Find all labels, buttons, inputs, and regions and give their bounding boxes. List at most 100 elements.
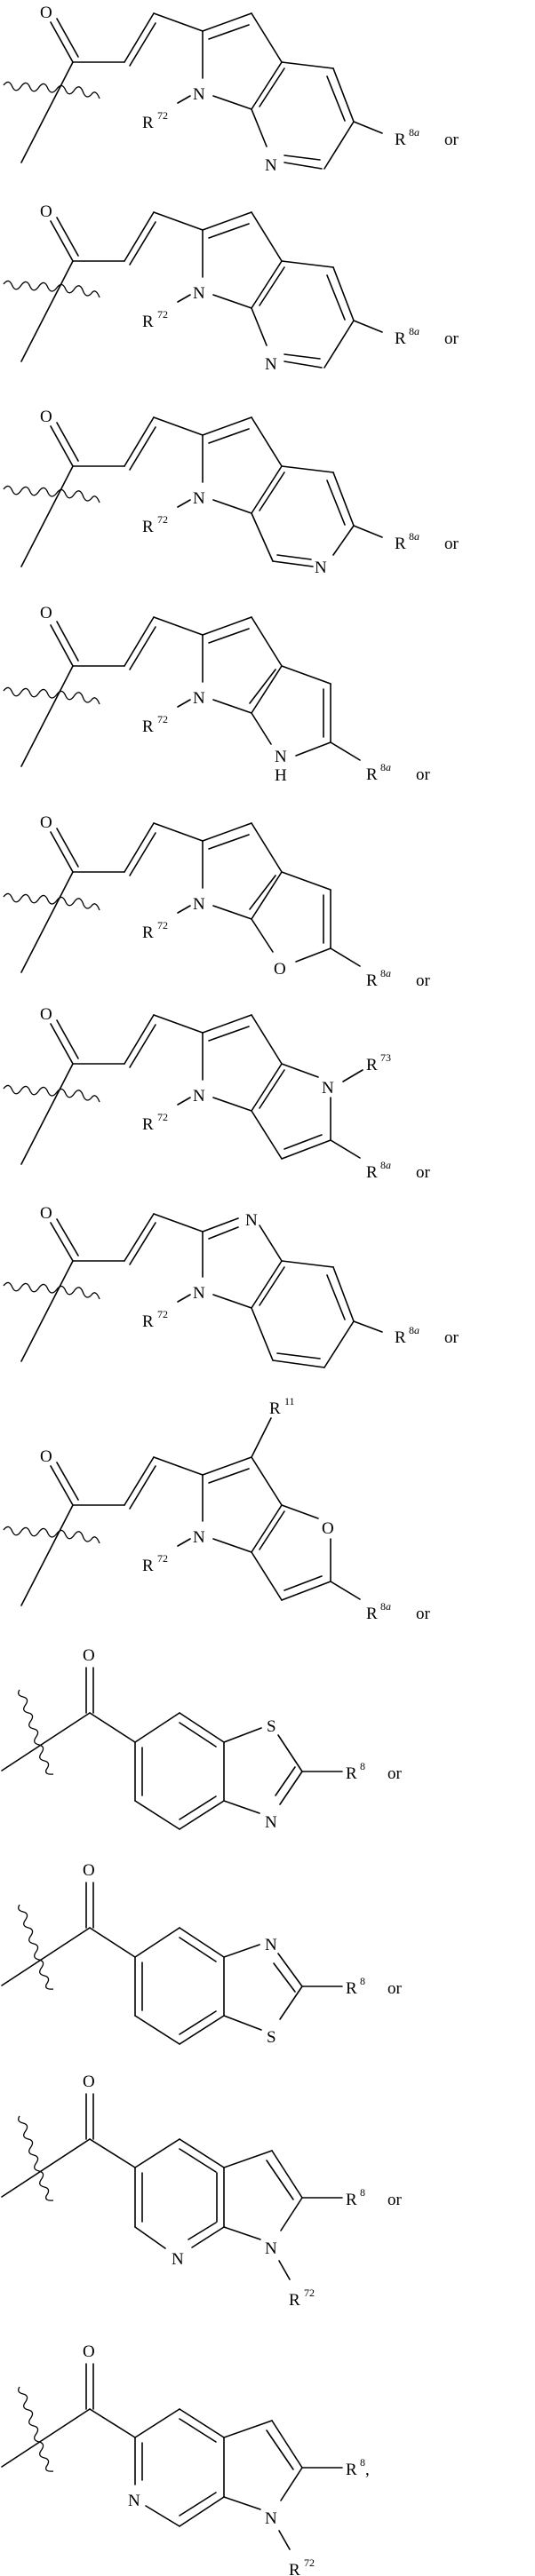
s-thiazole-label: S xyxy=(267,1717,276,1736)
r8-superscript: 8 xyxy=(360,2186,365,2199)
r72-label: R xyxy=(289,2561,300,2576)
or-conjunction: or xyxy=(416,971,431,990)
r8a-label: R xyxy=(366,971,378,990)
or-conjunction: or xyxy=(387,2191,403,2209)
wavy-bond-icon xyxy=(18,2115,54,2201)
r8a-superscript: 8a xyxy=(409,1324,419,1336)
r72-superscript: 72 xyxy=(157,919,168,931)
r72-label: R xyxy=(142,1312,154,1331)
r72-superscript: 72 xyxy=(157,513,168,526)
nh-label: N xyxy=(275,748,287,766)
r72-superscript: 72 xyxy=(157,1552,168,1565)
r73-label: R xyxy=(366,1056,378,1074)
or-conjunction: or xyxy=(416,1163,431,1182)
n-pyrrole-label: N xyxy=(193,85,205,104)
structure-4: O N R 72 N H R 8a or xyxy=(3,604,431,785)
carbonyl-oxygen: O xyxy=(40,1204,52,1223)
r8a-superscript: 8a xyxy=(380,967,391,979)
r8-superscript: 8 xyxy=(360,1760,365,1772)
or-conjunction: or xyxy=(444,329,459,348)
or-conjunction: or xyxy=(444,535,459,553)
r72-superscript: 72 xyxy=(157,109,168,122)
n-pyrrole-label: N xyxy=(265,2509,277,2528)
wavy-bond-icon xyxy=(18,1904,54,1990)
r72-superscript: 72 xyxy=(157,1111,168,1123)
n-pyrrole-label: N xyxy=(193,895,205,914)
or-conjunction: or xyxy=(387,1764,403,1783)
o-furan-label: O xyxy=(274,960,286,979)
n-r73-label: N xyxy=(322,1079,334,1098)
carbonyl-oxygen: O xyxy=(40,202,52,221)
structure-3: O N R 72 N R 8a or xyxy=(3,408,459,577)
r8a-label: R xyxy=(395,131,406,149)
r11-label: R xyxy=(269,1399,281,1418)
r8a-label: R xyxy=(395,329,406,348)
structure-8: R 11 O N R 72 O R 8a or xyxy=(3,1395,431,1623)
carbonyl-oxygen: O xyxy=(40,4,52,22)
or-conjunction: or xyxy=(444,1328,459,1347)
n-pyrrole-label: N xyxy=(193,489,205,508)
or-conjunction: or xyxy=(444,131,459,149)
structure-6: O N R 72 N R 73 R 8a or xyxy=(3,1005,431,1182)
r8a-superscript: 8a xyxy=(409,530,419,543)
n-pyridine-label: N xyxy=(172,2250,184,2269)
n-r72-label: N xyxy=(193,1284,205,1303)
n-pyrrole-label: N xyxy=(193,1087,205,1106)
structure-1: O N R 72 N R 8a or xyxy=(3,4,459,175)
structure-7: O N N R 72 R 8a or xyxy=(3,1204,459,1368)
or-conjunction: or xyxy=(387,1979,403,1998)
carbonyl-oxygen: O xyxy=(83,1646,95,1665)
carbonyl-oxygen: O xyxy=(40,1005,52,1024)
r72-superscript: 72 xyxy=(157,308,168,321)
carbonyl-oxygen: O xyxy=(83,2342,95,2361)
carbonyl-oxygen: O xyxy=(40,604,52,622)
structure-2: O N R 72 N R 8a or xyxy=(3,202,459,374)
n-pyrrole-label: N xyxy=(193,1528,205,1547)
r8a-superscript: 8a xyxy=(409,126,419,139)
r72-label: R xyxy=(142,114,154,132)
r72-label: R xyxy=(142,1115,154,1134)
wavy-bond-icon xyxy=(3,485,100,503)
r72-label: R xyxy=(142,1557,154,1575)
n-pyrrole-label: N xyxy=(193,689,205,708)
wavy-bond-icon xyxy=(18,1689,54,1775)
o-furan-label: O xyxy=(322,1519,334,1538)
r73-superscript: 73 xyxy=(380,1051,391,1064)
r72-superscript: 72 xyxy=(157,713,168,725)
nh-hydrogen-label: H xyxy=(275,766,287,785)
structure-11: O N N R 72 R 8 or xyxy=(1,2073,403,2310)
n-pyridine-label: N xyxy=(315,559,327,577)
r72-label: R xyxy=(142,923,154,942)
r72-superscript: 72 xyxy=(157,1308,168,1320)
carbonyl-oxygen: O xyxy=(40,408,52,426)
n-thiazole-label: N xyxy=(265,1813,277,1832)
wavy-bond-icon xyxy=(3,280,100,298)
r72-superscript: 72 xyxy=(304,2287,315,2299)
r8a-label: R xyxy=(395,535,406,553)
r8-superscript: 8, xyxy=(360,2456,370,2479)
structure-10: O N S R 8 or xyxy=(1,1861,403,2047)
wavy-bond-icon xyxy=(3,686,100,705)
r11-superscript: 11 xyxy=(284,1395,295,1407)
n-pyrrole-label: N xyxy=(193,284,205,303)
r8a-superscript: 8a xyxy=(380,761,391,773)
r8a-superscript: 8a xyxy=(409,325,419,337)
wavy-bond-icon xyxy=(3,1084,100,1103)
wavy-bond-icon xyxy=(3,1526,100,1544)
s-thiazole-label: S xyxy=(267,2028,276,2047)
r8-label: R xyxy=(346,2461,357,2479)
n-imine-label: N xyxy=(245,1211,258,1230)
structure-9: O S N R 8 or xyxy=(1,1646,403,1832)
n-thiazole-label: N xyxy=(265,1936,277,1954)
r8a-label: R xyxy=(366,765,378,784)
r72-label: R xyxy=(142,518,154,536)
r72-label: R xyxy=(289,2291,300,2310)
r72-superscript: 72 xyxy=(304,2556,315,2569)
carbonyl-oxygen: O xyxy=(40,813,52,832)
wavy-bond-icon xyxy=(3,892,100,911)
n-pyrrole-label: N xyxy=(265,2239,277,2258)
r8a-superscript: 8a xyxy=(380,1600,391,1613)
n-pyridine-label: N xyxy=(265,156,277,175)
r8-superscript: 8 xyxy=(360,1975,365,1987)
